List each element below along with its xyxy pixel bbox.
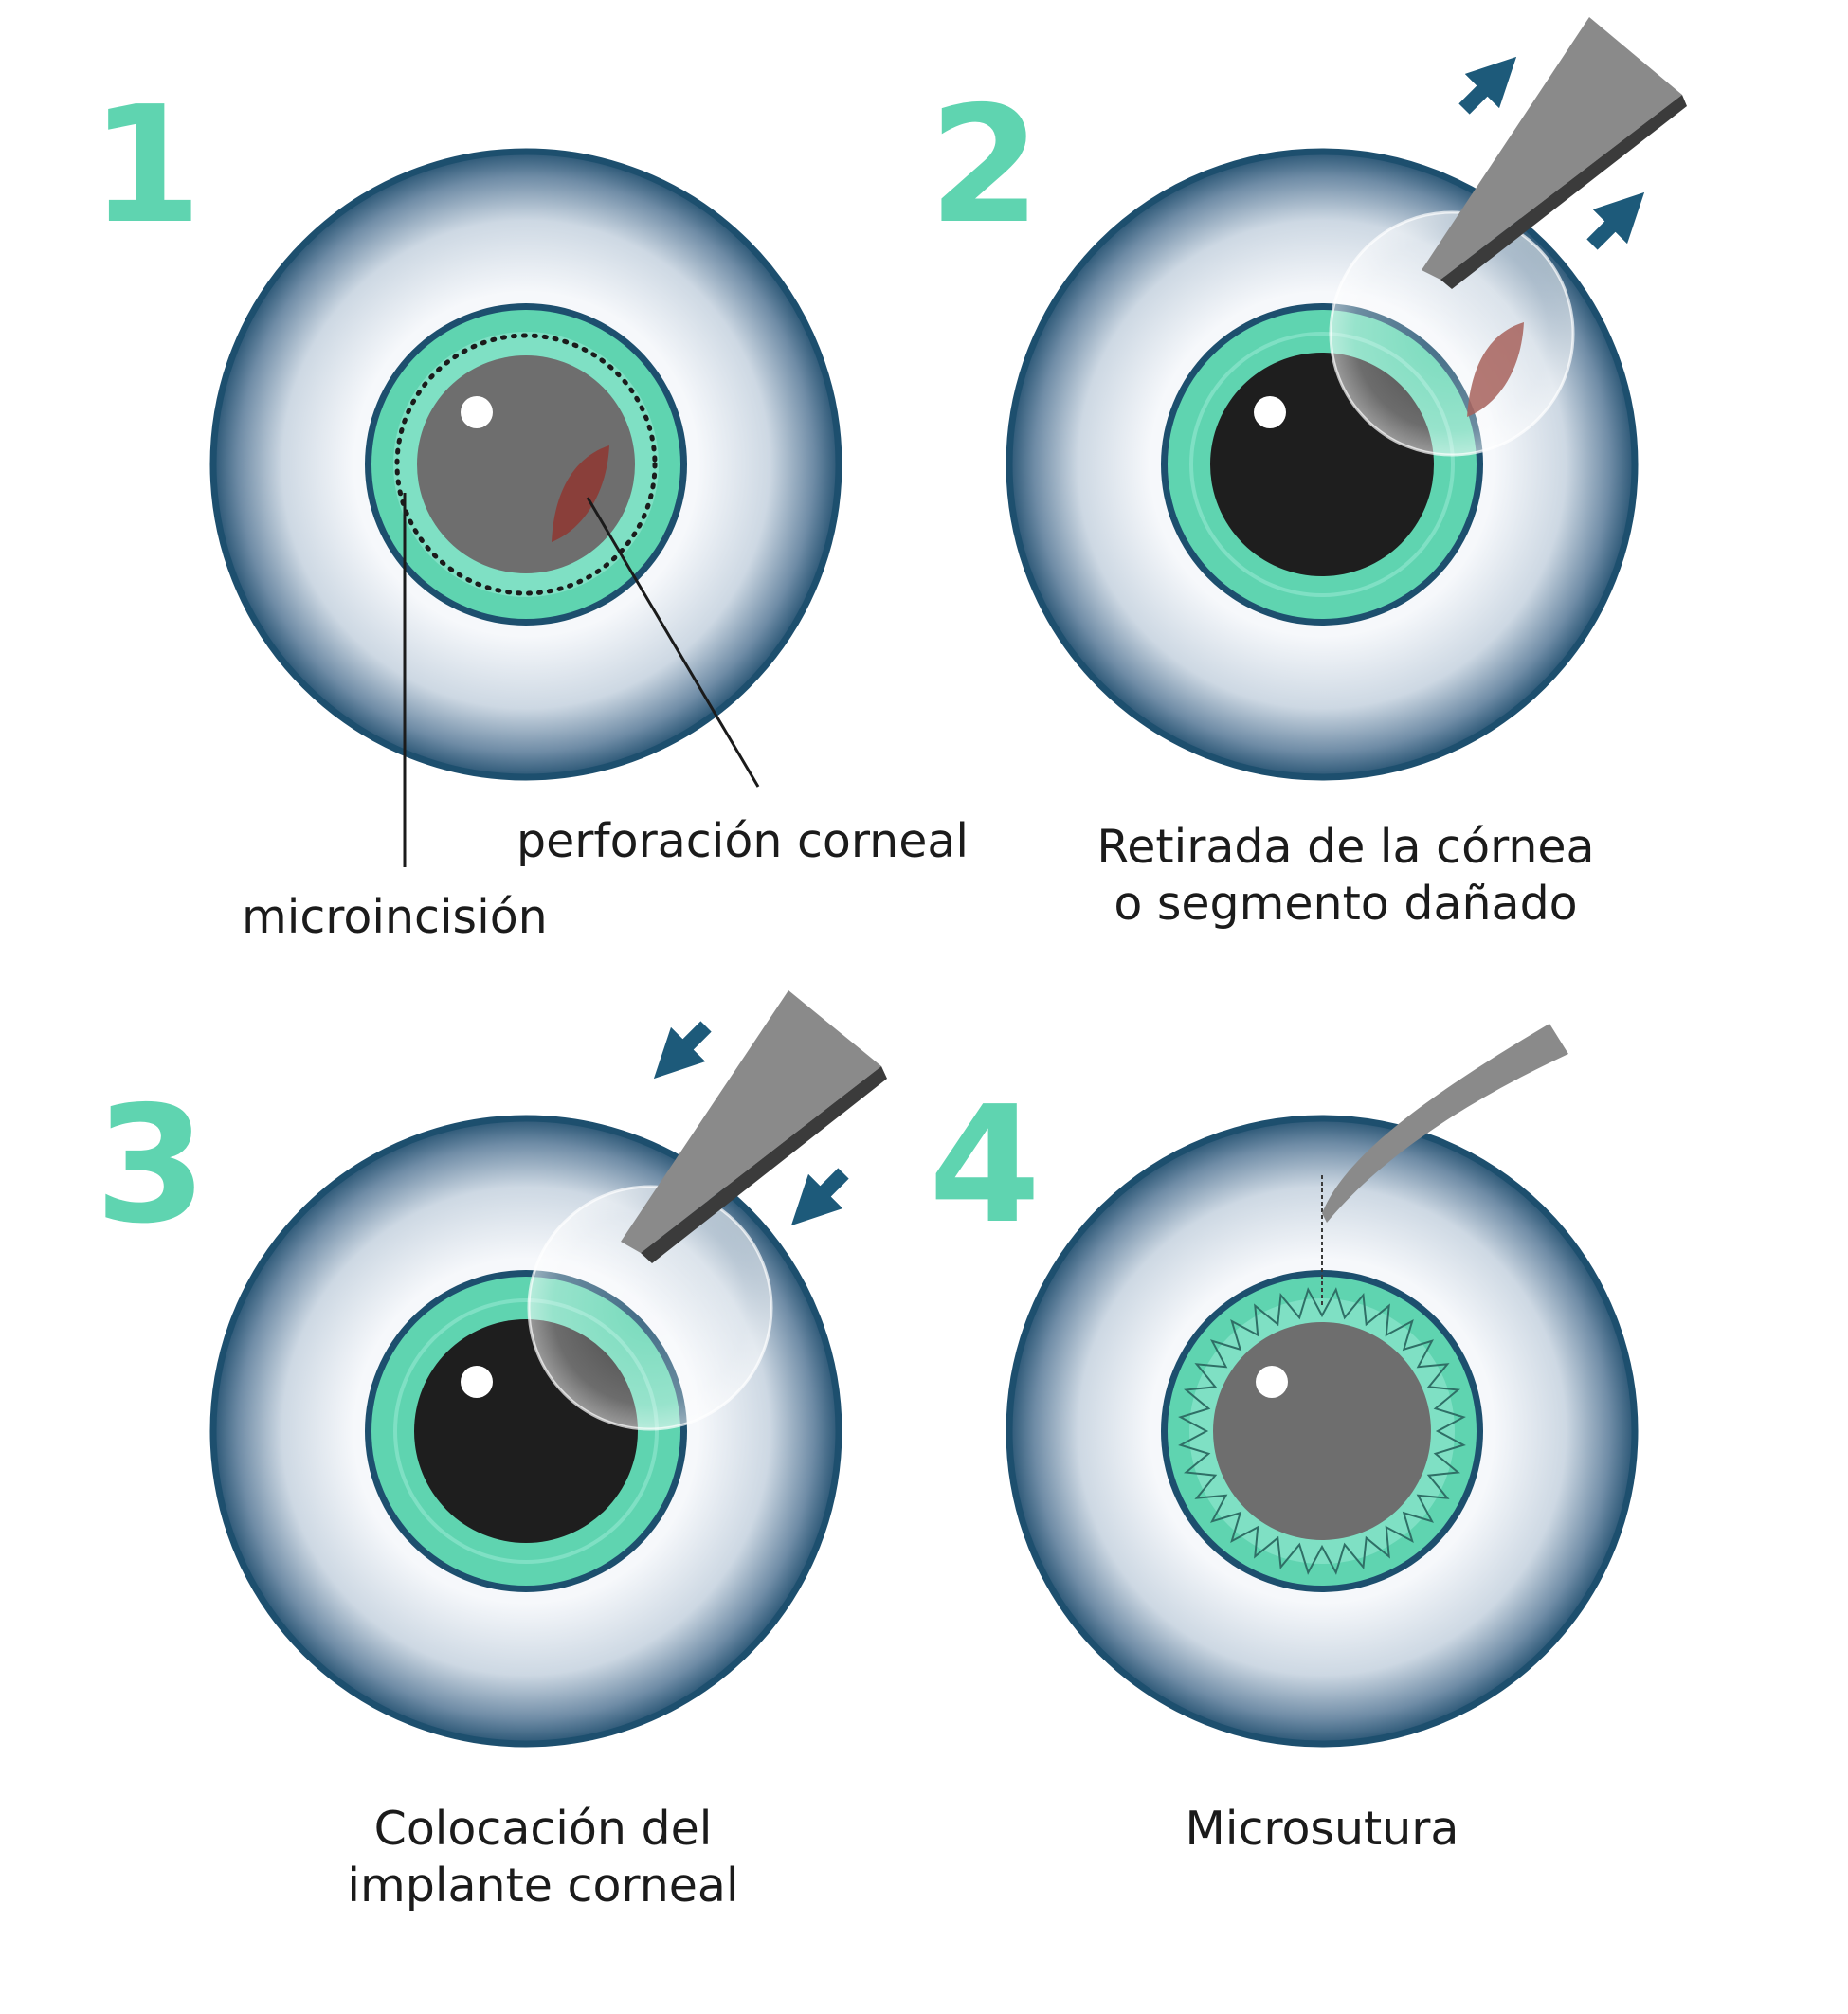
arrow-up-right [1586,191,1645,250]
cornea-grey [1213,1322,1431,1540]
curved-needle-holder [1322,1024,1568,1223]
eye-2 [1006,17,1687,781]
caption-step-2-line-1: Retirada de la córnea [1096,820,1595,874]
light-reflection [1256,1366,1288,1398]
corneal-perforation-wound [552,445,609,542]
arrow-down-left [653,1021,712,1080]
eye-4 [1006,1024,1639,1748]
leader-perforation [586,497,760,788]
label-microincision: microincisión [242,890,548,944]
damaged-segment [1467,322,1524,417]
step-number-1: 1 [90,72,203,260]
microincision-dotted-ring [394,333,658,596]
removed-cornea-disc [1329,210,1575,457]
eye-1 [209,148,842,867]
forceps [1422,17,1687,289]
step-number-4: 4 [929,1072,1042,1260]
caption-step-2-line-2: o segmento dañado [1114,877,1578,931]
step-number-2: 2 [929,72,1042,260]
arrow-down-left [790,1168,849,1226]
caption-step-3-line-1: Colocación del [373,1802,713,1856]
light-reflection [461,1366,493,1398]
light-reflection [461,396,493,428]
caption-step-3-line-2: implante corneal [347,1859,739,1913]
arrow-up-left [1458,56,1517,115]
caption-step-4: Microsutura [1185,1802,1459,1856]
eye-3 [209,990,887,1748]
microsuture-zigzag [1178,1287,1466,1575]
light-reflection [1254,396,1286,428]
step-number-3: 3 [95,1072,208,1260]
forceps [621,990,887,1263]
implant-disc [527,1185,773,1431]
label-perforacion-corneal: perforación corneal [516,814,969,868]
